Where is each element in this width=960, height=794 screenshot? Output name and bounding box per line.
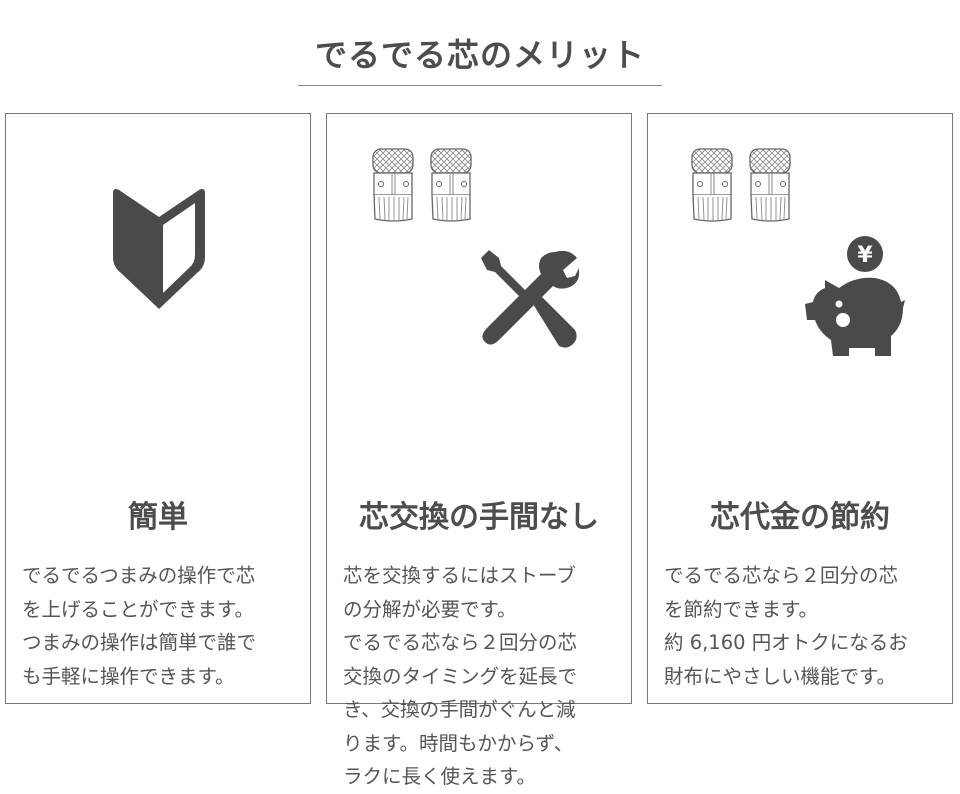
page-title: でるでる芯のメリット [314,36,645,74]
piggy-bank-icon: ¥ [805,236,905,356]
merit-card-save-cost: ¥ 芯代金の節約 でるでる芯なら２回分の芯 を節約できます。 約 6,160 円… [647,113,953,704]
beginner-mark-icon [113,189,205,309]
card-description: でるでるつまみの操作で芯 を上げることができます。 つまみの操作は簡単で誰で も… [22,564,257,688]
card-heading: 芯交換の手間なし [349,498,609,538]
title-divider [298,85,662,86]
wick-illustration-icon [372,148,472,222]
card-description: 芯を交換するにはストーブ の分解が必要です。 でるでる芯なら２回分の芯 交換のタ… [343,564,578,788]
card-heading: 簡単 [118,498,198,538]
wrench-screwdriver-icon [481,250,579,348]
merit-card-no-replacement: 芯交換の手間なし 芯を交換するにはストーブ の分解が必要です。 でるでる芯なら２… [326,113,632,788]
card-description: でるでる芯なら２回分の芯 を節約できます。 約 6,160 円オトクになるお 財… [664,564,908,688]
merit-card-easy: 簡単 でるでるつまみの操作で芯 を上げることができます。 つまみの操作は簡単で誰… [5,113,311,704]
svg-text:¥: ¥ [857,243,873,268]
wick-illustration-icon [691,148,791,222]
card-heading: 芯代金の節約 [700,498,900,538]
